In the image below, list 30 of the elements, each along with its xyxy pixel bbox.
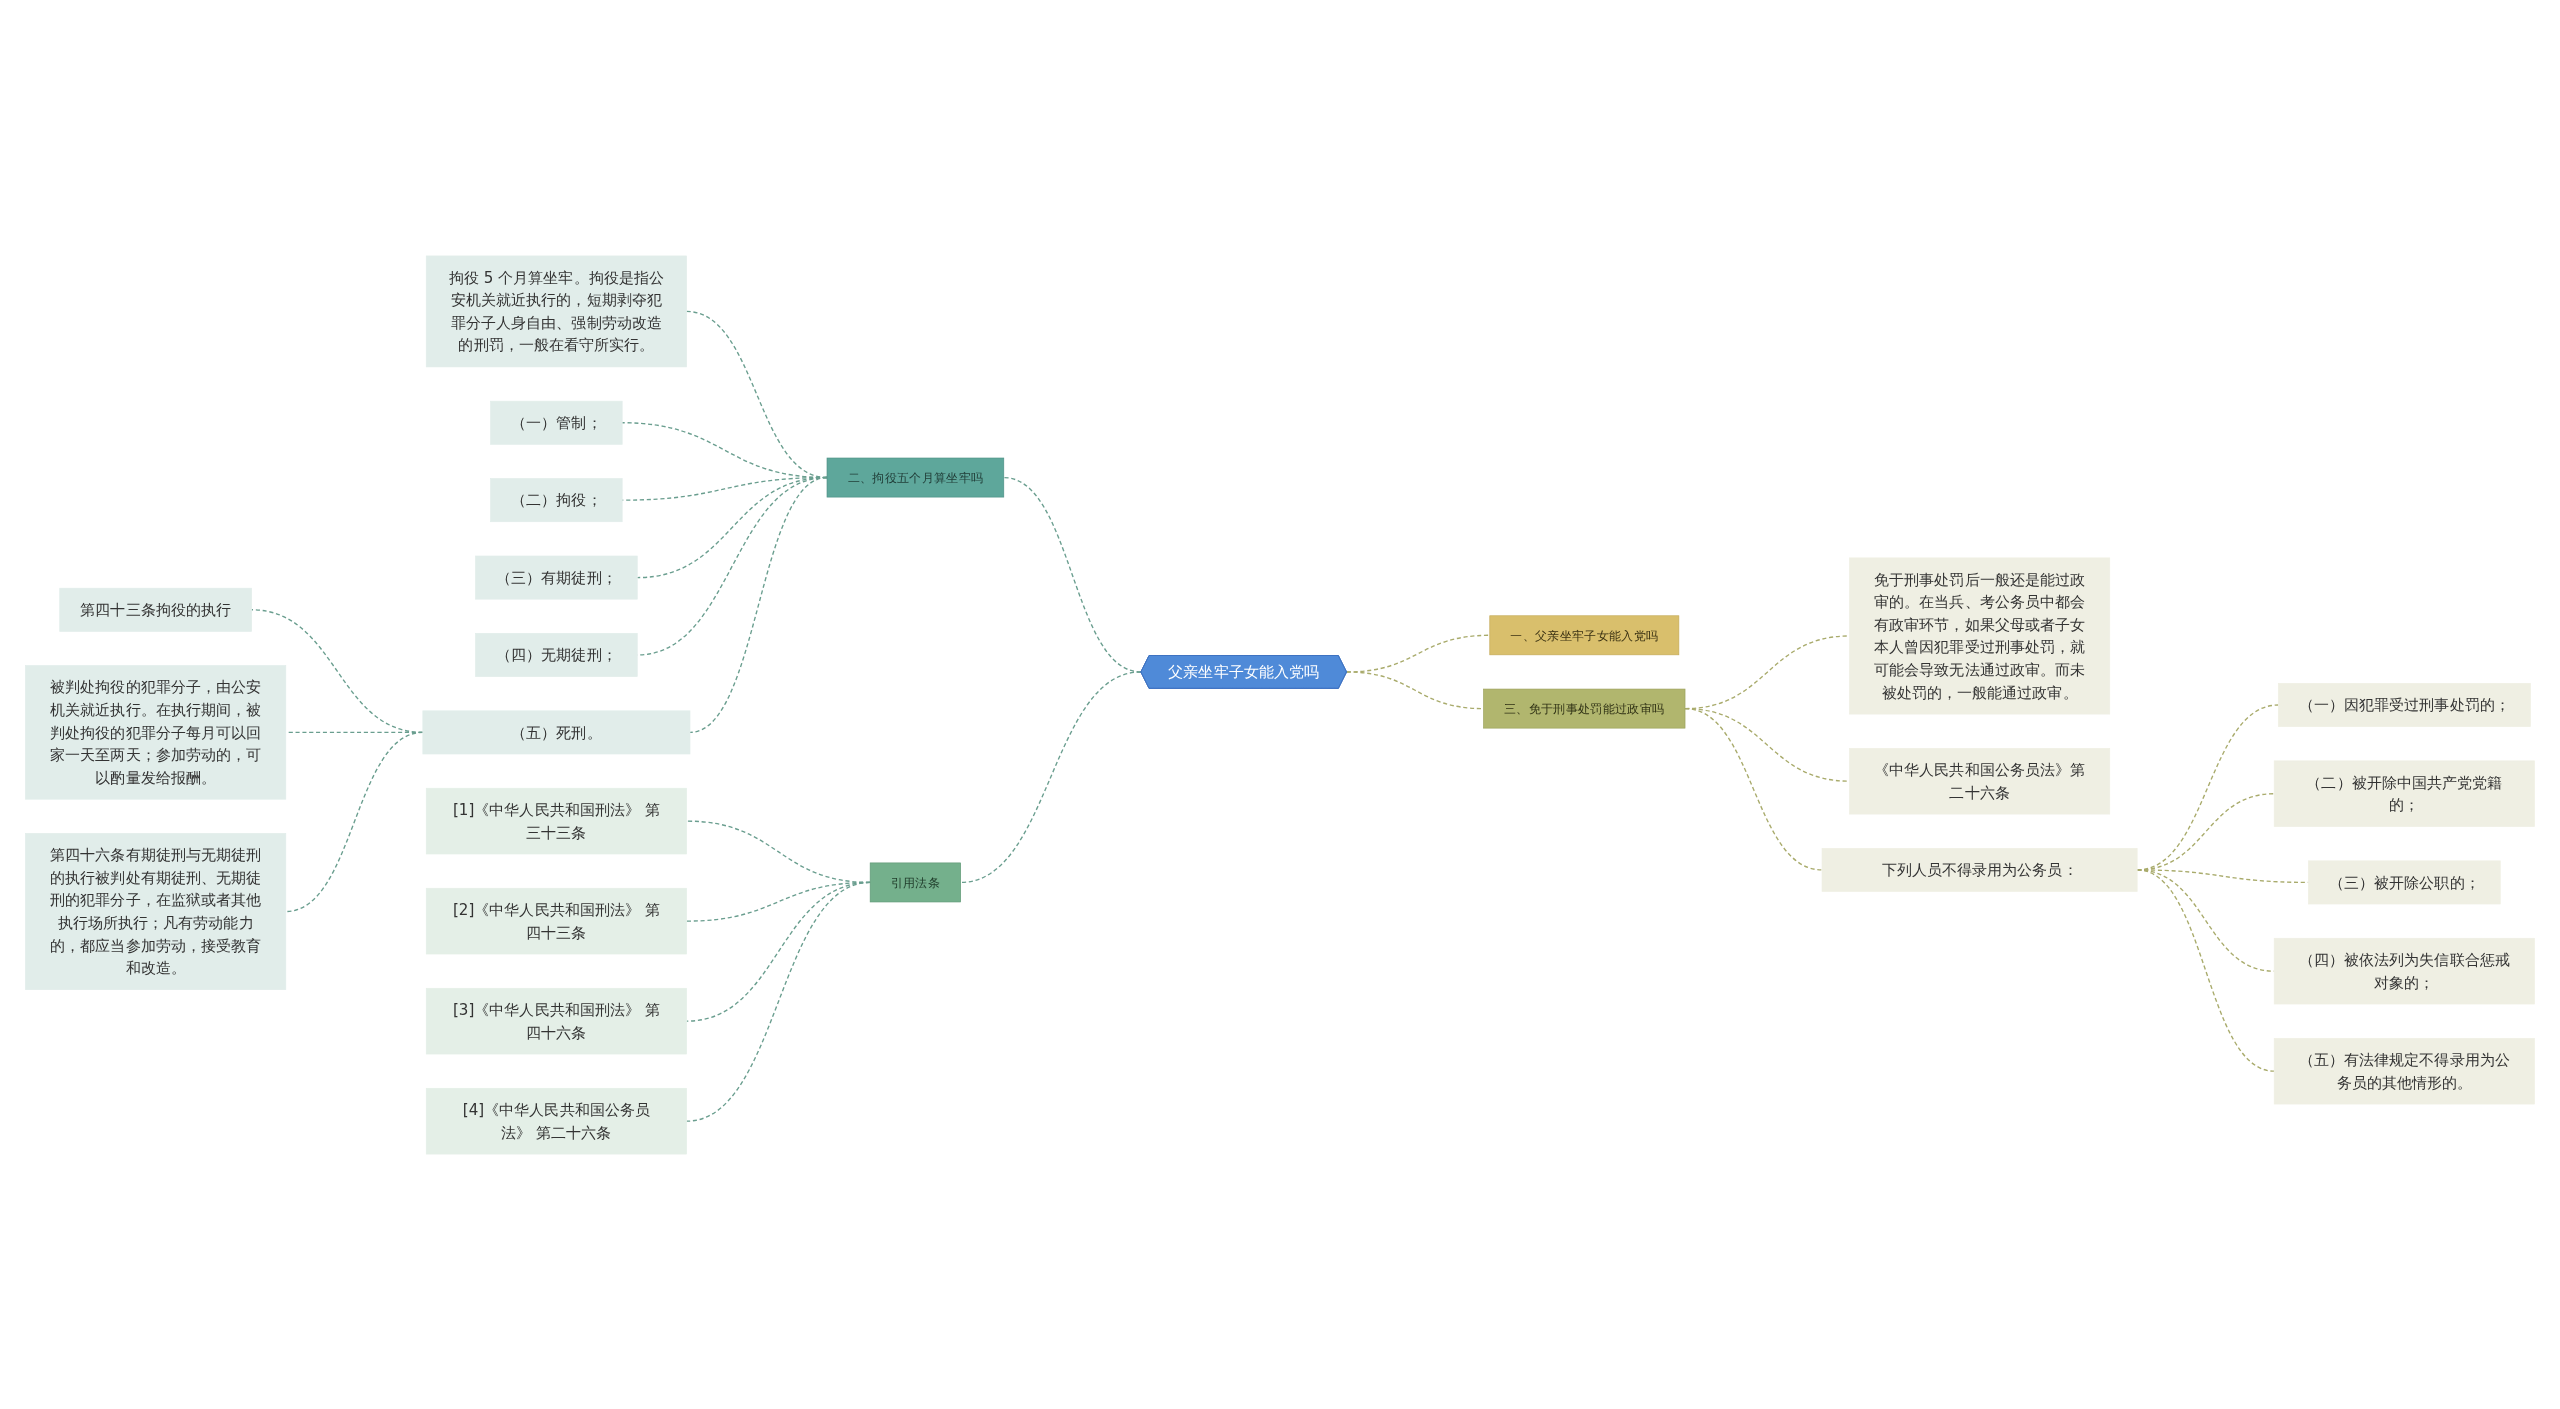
node-box: [4]《中华人民共和国公务员法》 第二十六条	[425, 1087, 687, 1154]
node-box: （二）被开除中国共产党党籍的；	[2273, 760, 2535, 827]
connector	[285, 731, 424, 912]
node-box: 三、免于刑事处罚能过政审吗	[1483, 688, 1686, 728]
node-box: [2]《中华人民共和国刑法》 第四十三条	[425, 887, 687, 954]
node-box: （三）有期徒刑；	[475, 555, 638, 599]
connector	[685, 881, 871, 1122]
node-box: （一）因犯罪受过刑事处罚的；	[2277, 682, 2531, 727]
node-box: 第四十六条有期徒刑与无期徒刑的执行被判处有期徒刑、无期徒刑的犯罪分子，在监狱或者其他执行场所执行；凡有劳动能力的，都应当参加劳动，接受教育和改造。	[25, 832, 287, 990]
node-box: （一）管制；	[490, 400, 623, 445]
node-box: 一、父亲坐牢子女能入党吗	[1489, 614, 1680, 655]
node-box: 二、拘役五个月算坐牢吗	[826, 457, 1005, 497]
connector	[1684, 707, 1823, 871]
node-box: （四）无期徒刑；	[475, 632, 638, 677]
connector	[689, 476, 828, 733]
node-box: 下列人员不得录用为公务员：	[1821, 847, 2138, 892]
node-box: 拘役 5 个月算坐牢。拘役是指公安机关就近执行的，短期剥夺犯罪分子人身自由、强制劳动改造的刑罚，一般在看守所实行。	[425, 255, 687, 367]
node-box: [1]《中华人民共和国刑法》 第三十三条	[425, 787, 687, 854]
node-box: （五）死刑。	[422, 709, 691, 754]
node-box: （二）拘役；	[490, 477, 623, 522]
connector	[959, 670, 1142, 883]
node-box: [3]《中华人民共和国刑法》 第四十六条	[425, 987, 687, 1054]
node-box: （四）被依法列为失信联合惩戒对象的；	[2273, 937, 2535, 1004]
node-box: 被判处拘役的犯罪分子，由公安机关就近执行。在执行期间，被判处拘役的犯罪分子每月可以回家一天至两天；参加劳动的，可以酌量发给报酬。	[25, 664, 287, 800]
node-box: （五）有法律规定不得录用为公务员的其他情形的。	[2273, 1037, 2535, 1104]
node-box: 免于刑事处罚后一般还是能过政审的。在当兵、考公务员中都会有政审环节，如果父母或者子女本人曾因犯罪受过刑事处罚，就可能会导致无法通过政审。而未被处罚的，一般能通过政审。	[1849, 557, 2111, 714]
node-box: 引用法条	[869, 862, 961, 902]
node-box: 《中华人民共和国公务员法》第二十六条	[1849, 747, 2111, 814]
node-box: 第四十三条拘役的执行	[59, 587, 252, 632]
node-box: （三）被开除公职的；	[2308, 860, 2501, 904]
